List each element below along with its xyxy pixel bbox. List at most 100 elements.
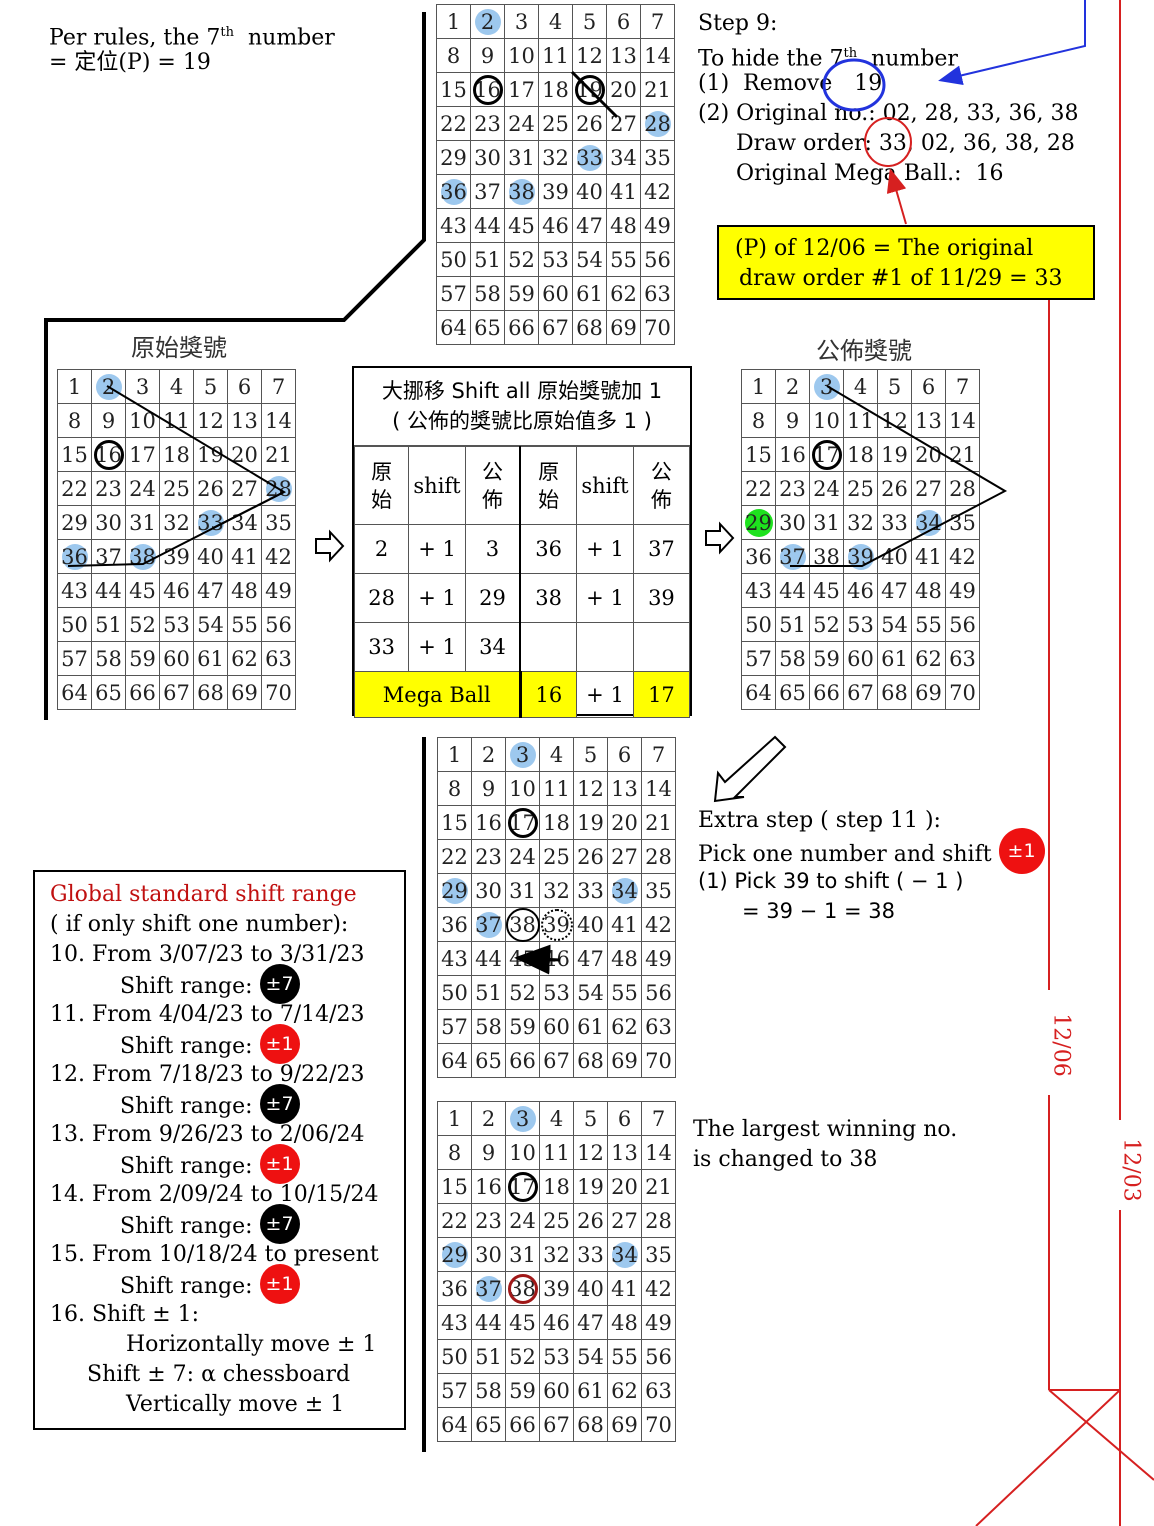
grid-cell: 19 <box>193 437 228 472</box>
grid-number: 11 <box>163 408 190 433</box>
grid-cell: 12 <box>573 771 608 806</box>
grid-cell: 61 <box>573 1373 608 1408</box>
grid-number: 34 <box>231 510 258 535</box>
step9-mega: Original Mega Ball.: 16 <box>736 161 1004 186</box>
grid-cell: 11 <box>539 1135 574 1170</box>
grid-cell: 70 <box>261 675 296 710</box>
grid-number: 23 <box>474 111 501 136</box>
grid-cell: 48 <box>911 573 946 608</box>
grid-cell: 13 <box>607 771 642 806</box>
grid-cell: 58 <box>471 1373 506 1408</box>
grid-number: 55 <box>915 612 942 637</box>
grid-number: 4 <box>549 1106 564 1131</box>
grid-cell: 62 <box>911 641 946 676</box>
grid-number: 19 <box>577 810 604 835</box>
grid-cell: 21 <box>261 437 296 472</box>
grid-number: 45 <box>509 1310 536 1335</box>
grid-cell: 70 <box>945 675 980 710</box>
grid-cell: 8 <box>436 38 471 73</box>
mega-ball-shift: + 1 <box>576 671 634 718</box>
grid-number: 35 <box>644 145 671 170</box>
grid-cell: 5 <box>573 1101 608 1136</box>
grid-number: 36 <box>745 544 772 569</box>
grid-cell: 6 <box>227 369 262 404</box>
grid-number: 27 <box>611 1208 638 1233</box>
grid-number: 9 <box>101 408 116 433</box>
grid-number: 37 <box>474 179 501 204</box>
grid-cell: 31 <box>505 873 540 908</box>
grid-number: 63 <box>645 1378 672 1403</box>
grid-number: 56 <box>644 247 671 272</box>
grid-cell: 65 <box>470 310 505 345</box>
range-period: 10. From 3/07/23 to 3/31/23 <box>50 942 365 967</box>
grid-number: 13 <box>611 1140 638 1165</box>
grid-cell: 47 <box>573 1305 608 1340</box>
grid-cell: 53 <box>159 607 194 642</box>
grid-cell: 43 <box>437 1305 472 1340</box>
grid-cell: 59 <box>505 1373 540 1408</box>
grid-cell: 55 <box>911 607 946 642</box>
row2-published-2: 39 <box>632 573 691 623</box>
grid-cell: 14 <box>261 403 296 438</box>
grid-number: 38 <box>509 1276 536 1301</box>
grid-number: 8 <box>447 776 462 801</box>
grid-number: 68 <box>577 1412 604 1437</box>
col-published: 公佈 <box>464 446 522 525</box>
grid-number: 28 <box>645 1208 672 1233</box>
grid-cell: 36 <box>57 539 92 574</box>
grid-cell: 22 <box>57 471 92 506</box>
grid-number: 26 <box>576 111 603 136</box>
grid-cell: 28 <box>641 1203 676 1238</box>
grid-cell: 29 <box>437 873 472 908</box>
grid-cell: 13 <box>607 1135 642 1170</box>
grid-number: 5 <box>203 374 218 399</box>
grid-cell: 4 <box>539 737 574 772</box>
largest-note-line1: The largest winning no. <box>693 1117 958 1142</box>
grid-number: 52 <box>813 612 840 637</box>
grid-cell: 1 <box>57 369 92 404</box>
grid-number: 6 <box>237 374 252 399</box>
row1-original: 2 <box>353 524 410 574</box>
range-shift-line: Shift range: ±7 <box>120 1204 300 1244</box>
grid-number: 29 <box>440 145 467 170</box>
grid-cell: 41 <box>607 907 642 942</box>
grid-number: 41 <box>231 544 258 569</box>
grid-number: 33 <box>576 145 603 170</box>
grid-number: 39 <box>543 912 570 937</box>
grid-cell: 64 <box>437 1407 472 1442</box>
grid-cell: 38 <box>505 907 540 942</box>
grid-number: 30 <box>779 510 806 535</box>
grid-number: 20 <box>610 77 637 102</box>
grid-cell: 36 <box>741 539 776 574</box>
step9-draw-order: Draw order: 33, 02, 36, 38, 28 <box>736 131 1075 156</box>
grid-cell: 38 <box>505 1271 540 1306</box>
grid-number: 10 <box>509 776 536 801</box>
grid-cell: 50 <box>57 607 92 642</box>
grid-number: 21 <box>265 442 292 467</box>
grid-number: 5 <box>583 1106 598 1131</box>
grid-cell: 24 <box>809 471 844 506</box>
grid-number: 12 <box>576 43 603 68</box>
grid-cell: 51 <box>471 975 506 1010</box>
grid-number: 13 <box>231 408 258 433</box>
grid-number: 17 <box>508 77 535 102</box>
grid-number: 51 <box>95 612 122 637</box>
grid-cell: 47 <box>572 208 607 243</box>
grid-cell: 26 <box>193 471 228 506</box>
grid-cell: 6 <box>911 369 946 404</box>
grid-number: 17 <box>509 1174 536 1199</box>
row2-shift-2: + 1 <box>576 573 634 623</box>
grid-number: 50 <box>441 1344 468 1369</box>
row3-shift: + 1 <box>408 622 466 672</box>
grid-number: 39 <box>163 544 190 569</box>
grid-number: 44 <box>95 578 122 603</box>
grid-cell: 29 <box>57 505 92 540</box>
grid-number: 40 <box>577 1276 604 1301</box>
grid-number: 48 <box>611 946 638 971</box>
grid-cell: 56 <box>261 607 296 642</box>
grid-number: 54 <box>197 612 224 637</box>
grid-number: 16 <box>95 442 122 467</box>
grid-cell: 54 <box>193 607 228 642</box>
grid-number: 62 <box>610 281 637 306</box>
grid-number: 69 <box>611 1412 638 1437</box>
